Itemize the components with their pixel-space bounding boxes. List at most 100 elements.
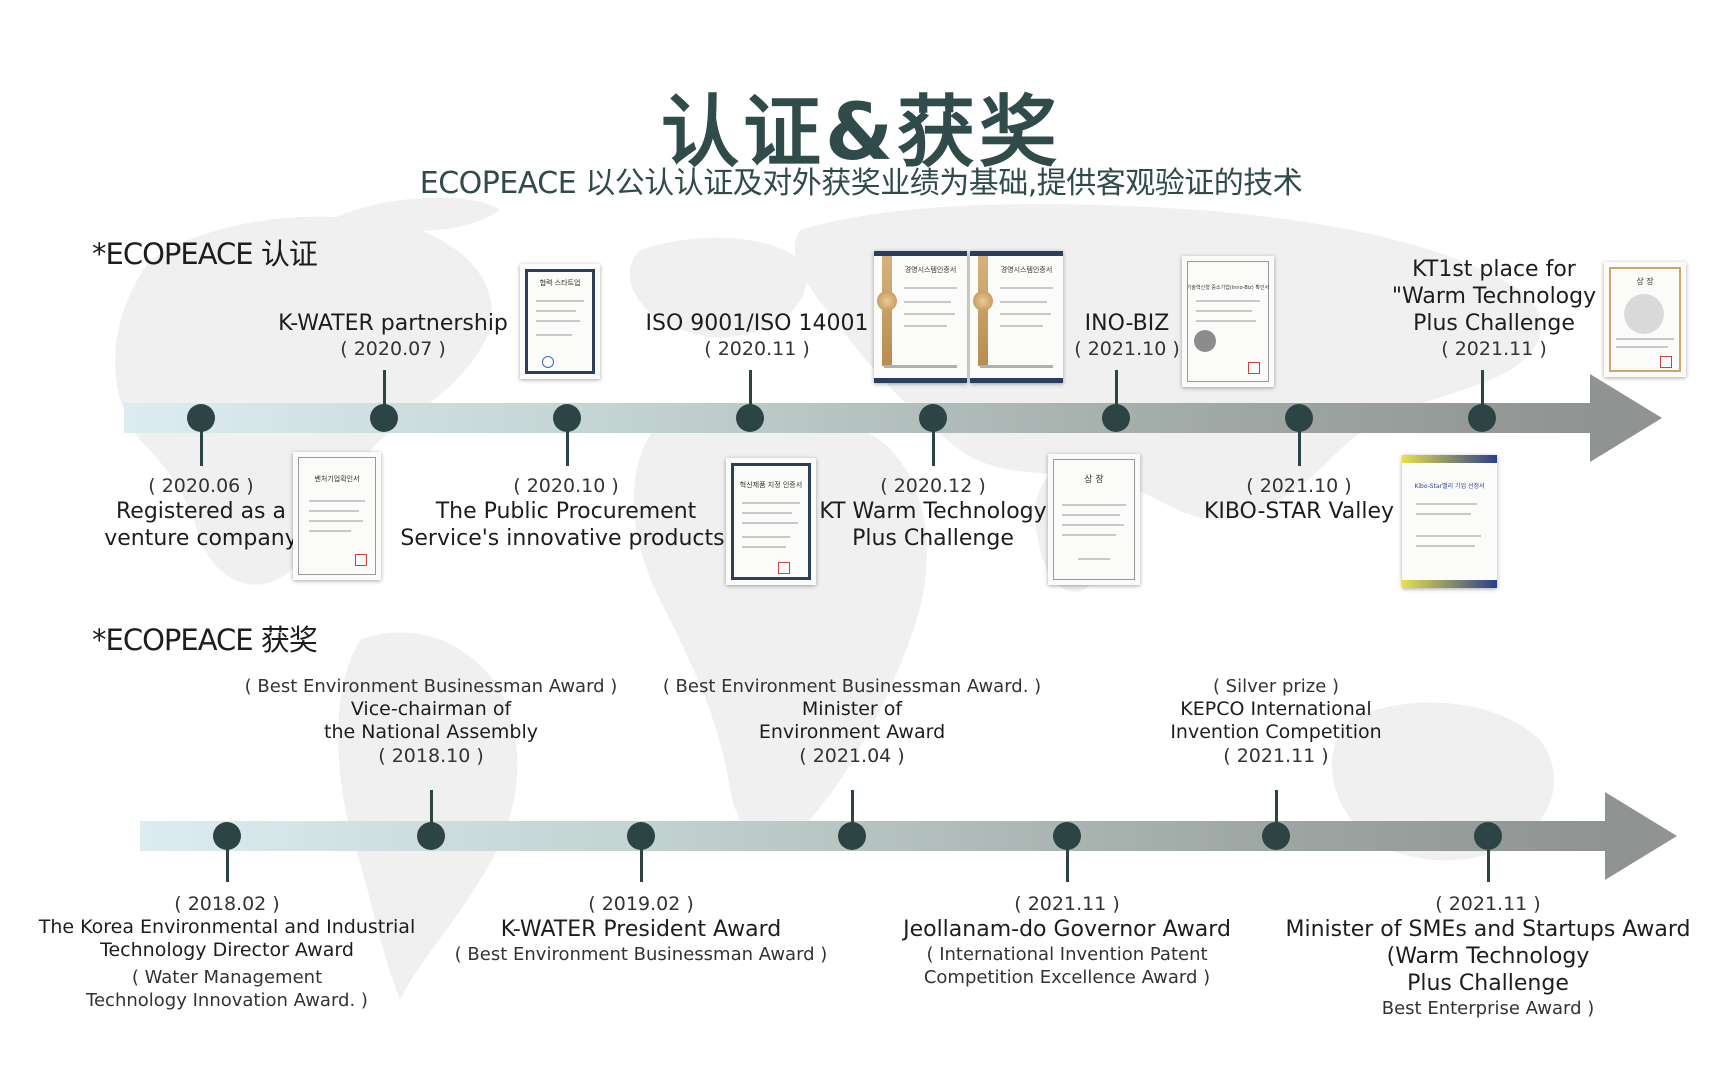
text-line	[904, 301, 951, 303]
text-line	[1078, 558, 1110, 560]
certificate-heading: 상 장	[1636, 277, 1654, 286]
certification-timeline-arrowhead	[1590, 374, 1662, 462]
section-heading-certification: *ECOPEACE 认证	[90, 234, 332, 278]
text-line	[742, 546, 786, 548]
item-title-line: Technology Director Award	[100, 939, 354, 961]
item-note-line: ( Best Environment Businessman Award )	[454, 944, 828, 965]
item-date: ( 2021.04 )	[799, 745, 905, 767]
item-note-line: Best Enterprise Award )	[1381, 998, 1595, 1019]
timeline-stem	[1066, 836, 1069, 882]
item-title-line: K-WATER President Award	[500, 917, 782, 942]
item-title-line: Invention Competition	[1170, 721, 1382, 743]
item-title-line: KT Warm Technology	[819, 499, 1047, 524]
page-title: 认证&获奖	[660, 88, 1062, 178]
item-date: ( 2018.10 )	[378, 745, 484, 767]
timeline-dot	[553, 404, 581, 432]
certificate-heading: 협력 스타트업	[539, 279, 581, 287]
timeline-stem	[566, 418, 569, 466]
text-line	[884, 365, 957, 368]
item-date: ( 2020.10 )	[513, 475, 619, 497]
certificate-heading: 기술혁신형 중소기업(Inno-Biz) 확인서	[1186, 285, 1270, 291]
certificate-medal	[973, 291, 993, 311]
text-line	[742, 502, 800, 504]
item-note-line: Technology Innovation Award. )	[86, 990, 368, 1011]
certificate-kibo-thumbnail: Kibo-Star밸리 기업 선정서	[1402, 455, 1497, 588]
item-title-line: Plus Challenge	[1413, 311, 1575, 336]
timeline-stem	[1487, 836, 1490, 882]
text-line	[1416, 535, 1481, 537]
text-line	[1000, 325, 1043, 327]
item-title-line: Jeollanam-do Governor Award	[903, 917, 1231, 942]
item-date: ( 2021.11 )	[1435, 893, 1541, 915]
timeline-dot	[187, 404, 215, 432]
timeline-dot	[1468, 404, 1496, 432]
text-line	[1416, 503, 1477, 505]
cert-item-kt-warm: ( 2020.12 ) KT Warm Technology Plus Chal…	[819, 474, 1046, 552]
timeline-stem	[1275, 790, 1278, 836]
item-title-line: KT1st place for	[1412, 257, 1576, 282]
timeline-stem	[851, 790, 854, 836]
item-title-line: K-WATER partnership	[278, 311, 508, 336]
certificate-kwater-thumbnail: 협력 스타트업	[520, 264, 600, 379]
item-date: ( 2021.10 )	[1246, 475, 1352, 497]
text-line	[904, 313, 955, 315]
item-date: ( 2020.11 )	[704, 338, 810, 360]
text-line	[1000, 301, 1047, 303]
timeline-dot	[213, 822, 241, 850]
cert-item-iso: ISO 9001/ISO 14001 ( 2020.11 )	[646, 310, 869, 361]
certificate-heading: 상 장	[1084, 475, 1104, 485]
timeline-stem	[226, 836, 229, 882]
item-title-line: INO-BIZ	[1084, 311, 1170, 336]
text-line	[536, 334, 572, 336]
certificate-heading: 혁신제품 지정 인증서	[739, 481, 803, 489]
text-line	[309, 500, 365, 502]
timeline-dot	[838, 822, 866, 850]
item-title-line: venture company	[104, 526, 298, 551]
certificate-venture-thumbnail: 벤처기업확인서	[293, 452, 381, 580]
text-line	[1616, 346, 1668, 348]
section-heading-label: *ECOPEACE 认证	[92, 237, 318, 271]
item-date: ( 2020.06 )	[148, 475, 254, 497]
certificate-stripe	[1402, 580, 1497, 588]
text-line	[1616, 338, 1674, 340]
certificate-kt1st-thumbnail: 상 장	[1604, 262, 1686, 377]
cert-item-kibo: ( 2021.10 ) KIBO-STAR Valley	[1204, 474, 1394, 525]
text-line	[1000, 313, 1051, 315]
item-note-line: ( International Invention Patent	[926, 944, 1208, 965]
certificate-frame	[731, 463, 811, 580]
certificate-ribbon	[978, 256, 988, 366]
item-date: ( 2020.12 )	[880, 475, 986, 497]
timeline-stem	[1298, 418, 1301, 466]
certificate-inobiz-thumbnail: 기술혁신형 중소기업(Inno-Biz) 확인서	[1182, 256, 1274, 387]
timeline-dot	[370, 404, 398, 432]
certificate-heading: Kibo-Star밸리 기업 선정서	[1414, 483, 1485, 490]
certificate-stripe	[970, 378, 1063, 383]
page-subtitle: ECOPEACE 以公认认证及对外获奖业绩为基础,提供客观验证的技术	[419, 166, 1303, 201]
cert-item-kwater: K-WATER partnership ( 2020.07 )	[278, 310, 508, 361]
certificate-heading: 경영시스템인증서	[1000, 266, 1053, 274]
text-line	[1416, 545, 1475, 547]
text-line	[1062, 534, 1116, 536]
cert-item-venture: ( 2020.06 ) Registered as a venture comp…	[104, 474, 298, 552]
cert-item-inobiz: INO-BIZ ( 2021.10 )	[1074, 310, 1179, 361]
certificate-emblem	[1194, 330, 1216, 352]
awards-timeline-bar	[140, 821, 1612, 851]
certificate-frame	[1053, 459, 1135, 580]
item-date: ( 2021.10 )	[1074, 338, 1180, 360]
text-line	[309, 510, 359, 512]
item-title-line: KIBO-STAR Valley	[1203, 499, 1395, 524]
timeline-dot	[1285, 404, 1313, 432]
text-line	[1196, 310, 1252, 312]
awards-timeline-arrowhead	[1605, 792, 1677, 880]
timeline-dot	[919, 404, 947, 432]
item-note-line: ( Water Management	[131, 967, 323, 988]
certificate-seal	[1660, 356, 1672, 368]
cert-item-procurement: ( 2020.10 ) The Public Procurement Servi…	[400, 474, 731, 552]
text-line	[1196, 300, 1260, 302]
text-line	[536, 300, 584, 302]
timeline-stem	[383, 370, 386, 418]
certificate-seal	[355, 554, 367, 566]
item-title-line: (Warm Technology	[1386, 944, 1590, 969]
timeline-dot	[417, 822, 445, 850]
item-title-line: Vice-chairman of	[350, 698, 512, 720]
